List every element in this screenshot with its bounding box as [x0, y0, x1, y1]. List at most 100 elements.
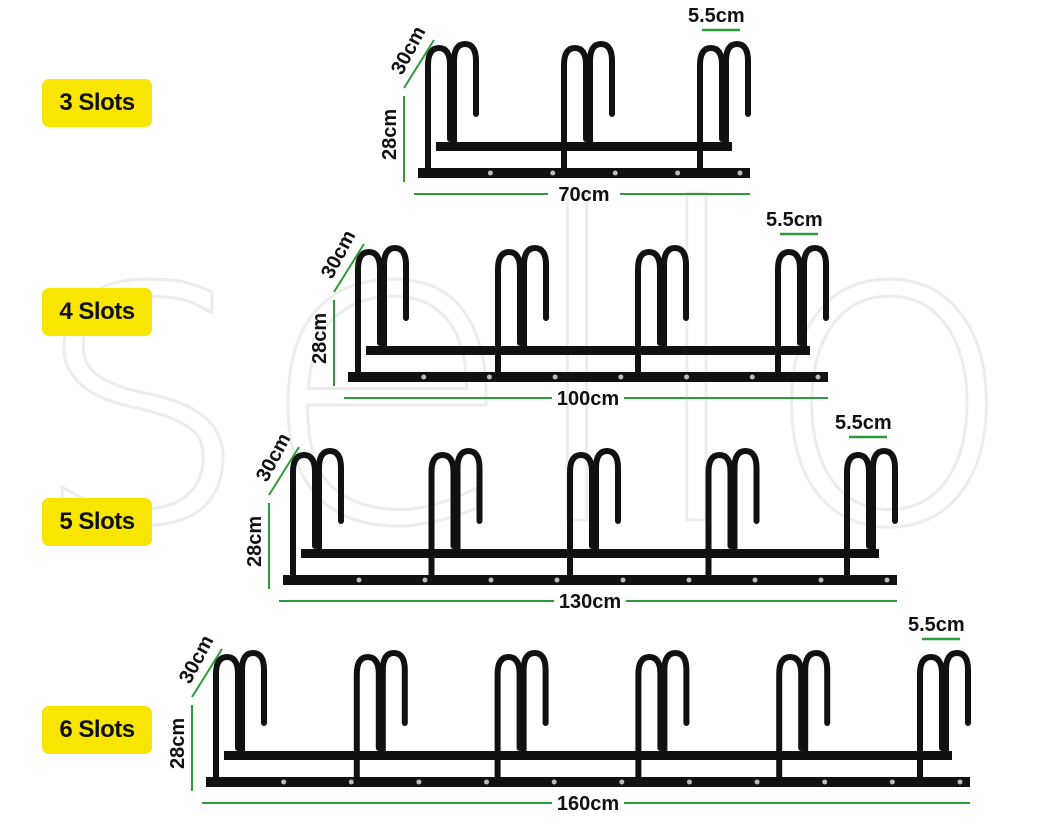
rack-bolt: [686, 577, 692, 583]
arm-measure-line: [191, 648, 223, 698]
rack-top-bar: [301, 549, 879, 558]
rack-bolt: [749, 374, 755, 380]
rack-3-slots: 28cm 30cm 5.5cm 70cm: [379, 5, 751, 206]
rack-bolt: [422, 577, 428, 583]
rack-bottom-bar: [206, 777, 970, 787]
rack-bolt: [675, 170, 681, 176]
slots-badge-5: 5 Slots: [42, 498, 152, 546]
rack-bolt: [815, 374, 821, 380]
rack-loop: [917, 653, 945, 785]
rack-bottom-bar: [283, 575, 897, 585]
rack-loop: [451, 40, 479, 151]
rack-bolt: [957, 779, 963, 785]
rack-loop: [494, 653, 523, 785]
rack-loop: [381, 244, 409, 355]
rack-loop: [454, 447, 483, 558]
rack-loop: [661, 649, 690, 760]
rack-bolt: [818, 577, 824, 583]
gap-label: 5.5cm: [835, 412, 892, 434]
rack-loop: [635, 248, 663, 380]
rack-bolt: [684, 374, 690, 380]
rack-top-bar: [224, 751, 952, 760]
rack-loop: [561, 44, 589, 176]
arm-label: 30cm: [252, 430, 295, 485]
rack-bolt: [487, 170, 493, 176]
rack-loop: [379, 649, 408, 760]
rack-bottom-bar: [348, 372, 828, 382]
width-label: 70cm: [558, 184, 609, 206]
rack-bolt: [348, 779, 354, 785]
rack-loop: [567, 451, 595, 583]
rack-loop: [425, 44, 453, 176]
rack-bolt: [889, 779, 895, 785]
rack-top-bar: [436, 142, 732, 151]
rack-bolt: [552, 374, 558, 380]
rack-bolt: [686, 779, 692, 785]
height-label: 28cm: [244, 516, 266, 567]
rack-loop: [635, 653, 664, 785]
rack-bolt: [620, 577, 626, 583]
rack-bolt: [551, 779, 557, 785]
gap-label: 5.5cm: [908, 614, 965, 636]
rack-loop: [844, 451, 872, 583]
arm-label: 30cm: [317, 227, 360, 282]
rack-loop: [239, 649, 267, 760]
rack-bolt: [822, 779, 828, 785]
width-label: 100cm: [557, 388, 619, 410]
gap-label: 5.5cm: [688, 5, 745, 27]
rack-loop: [802, 649, 831, 760]
slots-badge-6: 6 Slots: [42, 706, 152, 754]
rack-loop: [428, 451, 457, 583]
rack-loop: [593, 447, 621, 558]
rack-bolt: [754, 779, 760, 785]
rack-bolt: [488, 577, 494, 583]
rack-bolt: [486, 374, 492, 380]
rack-bolt: [356, 577, 362, 583]
rack-loop: [213, 653, 241, 785]
rack-loop: [316, 447, 344, 558]
rack-5-slots: 28cm 30cm 5.5cm 130cm: [244, 412, 898, 613]
rack-loop: [723, 40, 751, 151]
rack-loop: [355, 248, 383, 380]
rack-bolt: [416, 779, 422, 785]
rack-bolt: [281, 779, 287, 785]
rack-bolt: [421, 374, 427, 380]
rack-4-slots: 28cm 30cm 5.5cm 100cm: [309, 209, 829, 410]
rack-bolt: [550, 170, 556, 176]
rack-bolt: [484, 779, 490, 785]
rack-bolt: [752, 577, 758, 583]
slots-badge-3: 3 Slots: [42, 79, 152, 127]
rack-loop: [290, 451, 318, 583]
rack-loop: [697, 44, 725, 176]
rack-bolt: [618, 374, 624, 380]
rack-loop: [521, 244, 549, 355]
rack-loop: [801, 244, 829, 355]
rack-loop: [870, 447, 898, 558]
rack-loop: [495, 248, 523, 380]
arm-measure-line: [403, 39, 435, 89]
rack-bolt: [619, 779, 625, 785]
arm-label: 30cm: [175, 632, 218, 687]
height-label: 28cm: [379, 109, 401, 160]
rack-bolt: [737, 170, 743, 176]
rack-loop: [731, 447, 760, 558]
rack-loop: [520, 649, 549, 760]
rack-loop: [661, 244, 689, 355]
height-label: 28cm: [309, 313, 331, 364]
rack-loop: [353, 653, 382, 785]
rack-loop: [775, 248, 803, 380]
rack-loop: [776, 653, 805, 785]
slots-badge-4: 4 Slots: [42, 288, 152, 336]
rack-bolt: [554, 577, 560, 583]
width-label: 130cm: [559, 591, 621, 613]
rack-bolt: [884, 577, 890, 583]
arm-measure-line: [268, 446, 300, 496]
rack-top-bar: [366, 346, 810, 355]
rack-loop: [587, 40, 615, 151]
arm-measure-line: [333, 243, 365, 293]
arm-label: 30cm: [387, 23, 430, 78]
width-label: 160cm: [557, 793, 619, 815]
gap-label: 5.5cm: [766, 209, 823, 231]
